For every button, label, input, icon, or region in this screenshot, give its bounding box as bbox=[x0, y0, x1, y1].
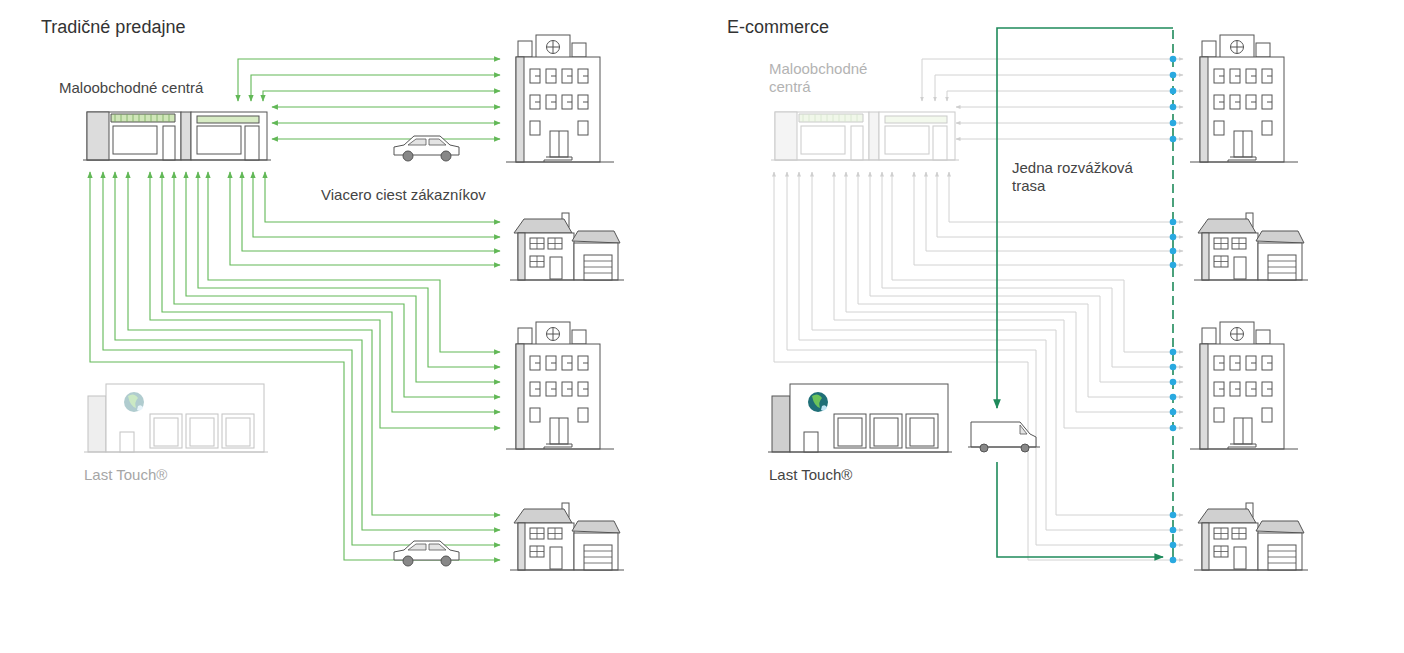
trip-line bbox=[937, 172, 1183, 237]
van bbox=[968, 422, 1040, 452]
trip-line bbox=[956, 139, 1183, 140]
stop-dot bbox=[1170, 364, 1177, 371]
trip-line bbox=[956, 107, 1183, 108]
stop-dot bbox=[1170, 349, 1177, 356]
warehouse-illustration bbox=[768, 384, 952, 452]
illustrated-place: Maloobchodné centrá bbox=[772, 108, 955, 162]
stop-dot bbox=[1170, 72, 1177, 79]
stop-dot bbox=[1170, 425, 1177, 432]
trip-line bbox=[272, 138, 500, 139]
warehouse-greyed bbox=[84, 384, 268, 452]
trip-line bbox=[926, 172, 1183, 251]
trip-line bbox=[799, 172, 1183, 530]
stop-dot bbox=[1170, 104, 1177, 111]
apartment bbox=[1190, 35, 1298, 162]
illustrated-place: Maloobchodné centrá bbox=[84, 108, 270, 162]
trip-line bbox=[949, 172, 1183, 222]
trip-line bbox=[238, 59, 500, 101]
house bbox=[1194, 503, 1308, 570]
trip-line bbox=[128, 172, 500, 515]
trip-line bbox=[787, 172, 1183, 545]
apartment bbox=[506, 322, 614, 449]
illustrated-place: Last Touch® bbox=[772, 384, 955, 452]
car bbox=[394, 136, 459, 161]
trip-line bbox=[230, 172, 500, 265]
annotation: Jedna rozvážková trasa bbox=[1012, 159, 1136, 195]
trip-line bbox=[253, 172, 500, 237]
stop-dot bbox=[1170, 262, 1177, 269]
stop-dot bbox=[1170, 248, 1177, 255]
panel-heading: Tradičné predajne bbox=[41, 16, 185, 38]
house bbox=[1194, 213, 1308, 280]
trip-line bbox=[956, 123, 1183, 124]
trip-line bbox=[263, 91, 500, 101]
shop-greyed bbox=[771, 112, 959, 160]
stop-dot bbox=[1170, 219, 1177, 226]
trip-line bbox=[242, 172, 500, 251]
trip-line bbox=[174, 172, 500, 397]
annotation: Viacero ciest zákazníkov bbox=[321, 186, 486, 204]
stop-dot bbox=[1170, 527, 1177, 534]
stop-dot bbox=[1170, 56, 1177, 63]
trip-line bbox=[892, 172, 1183, 352]
trip-line bbox=[882, 172, 1183, 367]
place-label: Maloobchodné centrá bbox=[769, 60, 891, 96]
delivery-route bbox=[997, 28, 1173, 557]
trip-line bbox=[198, 172, 500, 367]
apartment bbox=[1190, 322, 1298, 449]
trip-line bbox=[914, 172, 1183, 265]
stop-dot bbox=[1170, 542, 1177, 549]
house bbox=[510, 503, 624, 570]
trip-line bbox=[272, 106, 500, 107]
stop-dot bbox=[1170, 512, 1177, 519]
trip-line bbox=[935, 75, 1183, 101]
trip-line bbox=[115, 172, 500, 530]
trip-line bbox=[265, 172, 500, 222]
trip-line bbox=[90, 172, 500, 560]
panel-heading: E-commerce bbox=[727, 16, 829, 38]
car bbox=[394, 541, 459, 566]
stop-dot bbox=[1170, 136, 1177, 143]
stop-dot bbox=[1170, 120, 1177, 127]
place-label: Last Touch® bbox=[84, 466, 167, 484]
trip-line bbox=[208, 172, 500, 352]
stop-dot bbox=[1170, 394, 1177, 401]
trip-line bbox=[922, 59, 1183, 101]
illustrated-place: Last Touch® bbox=[88, 384, 265, 452]
apartment bbox=[506, 35, 614, 162]
trip-line bbox=[774, 172, 1183, 560]
stop-dot bbox=[1170, 409, 1177, 416]
trip-line bbox=[103, 172, 500, 545]
place-label: Last Touch® bbox=[769, 466, 852, 484]
stop-dot bbox=[1170, 557, 1177, 564]
stop-dot bbox=[1170, 234, 1177, 241]
trip-line bbox=[846, 172, 1183, 412]
stop-dot bbox=[1170, 88, 1177, 95]
trip-line bbox=[947, 91, 1183, 101]
delivery-stops bbox=[1170, 56, 1177, 564]
stop-dot bbox=[1170, 379, 1177, 386]
trip-line bbox=[272, 122, 500, 123]
house bbox=[510, 213, 624, 280]
trip-line bbox=[162, 172, 500, 412]
shop-illustration bbox=[83, 112, 271, 160]
place-label: Maloobchodné centrá bbox=[59, 79, 203, 97]
trip-line bbox=[858, 172, 1183, 397]
trip-line bbox=[251, 75, 500, 101]
